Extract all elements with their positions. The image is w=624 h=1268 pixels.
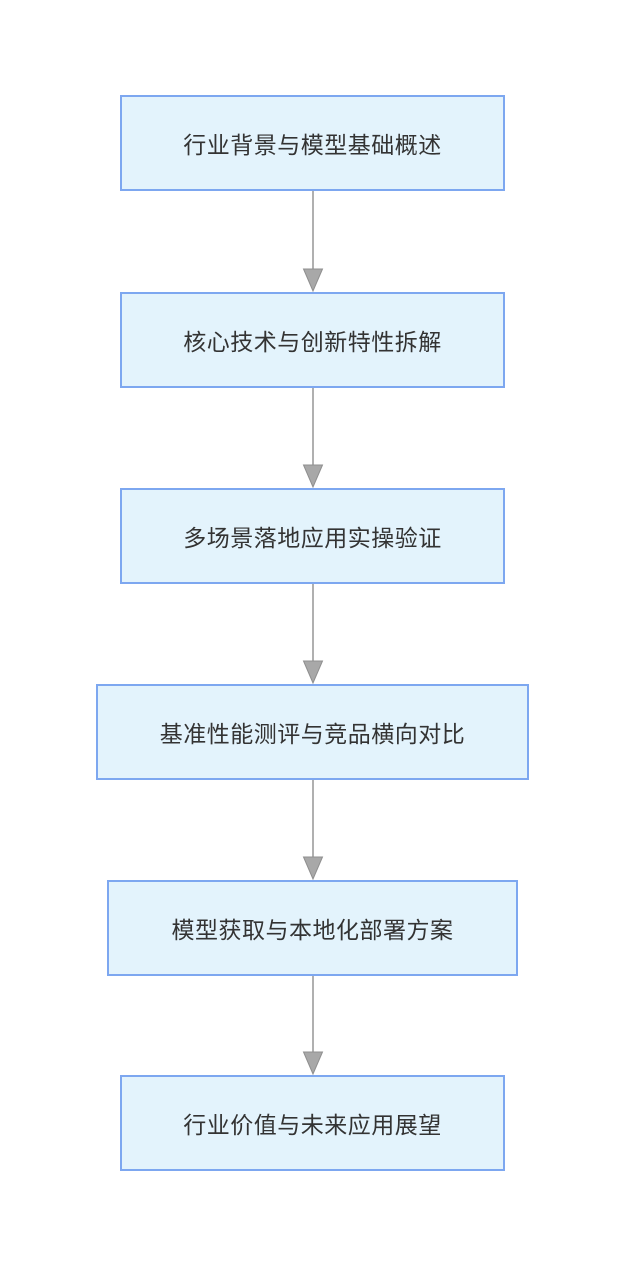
flow-arrow-1-2 [302, 191, 324, 292]
arrowhead-down-icon [302, 268, 324, 292]
flow-arrow-3-4 [302, 584, 324, 684]
flow-node-label: 基准性能测评与竞品横向对比 [159, 721, 466, 747]
flow-node-label: 模型获取与本地化部署方案 [171, 917, 454, 943]
flow-node-benchmark-comparison: 基准性能测评与竞品横向对比 [96, 684, 529, 780]
arrowhead-down-icon [302, 1051, 324, 1075]
flow-node-industry-value: 行业价值与未来应用展望 [120, 1075, 505, 1171]
arrowhead-down-icon [302, 660, 324, 684]
flow-node-label: 核心技术与创新特性拆解 [183, 329, 442, 355]
flow-node-label: 行业价值与未来应用展望 [183, 1112, 442, 1138]
flow-arrow-4-5 [302, 780, 324, 880]
flow-node-industry-background: 行业背景与模型基础概述 [120, 95, 505, 191]
flow-arrow-5-6 [302, 976, 324, 1075]
flow-node-multi-scenario: 多场景落地应用实操验证 [120, 488, 505, 584]
arrowhead-down-icon [302, 464, 324, 488]
flow-node-core-technology: 核心技术与创新特性拆解 [120, 292, 505, 388]
flow-node-model-deployment: 模型获取与本地化部署方案 [107, 880, 518, 976]
flow-arrow-2-3 [302, 388, 324, 488]
arrowhead-down-icon [302, 856, 324, 880]
flow-node-label: 多场景落地应用实操验证 [183, 525, 442, 551]
flow-node-label: 行业背景与模型基础概述 [183, 132, 442, 158]
